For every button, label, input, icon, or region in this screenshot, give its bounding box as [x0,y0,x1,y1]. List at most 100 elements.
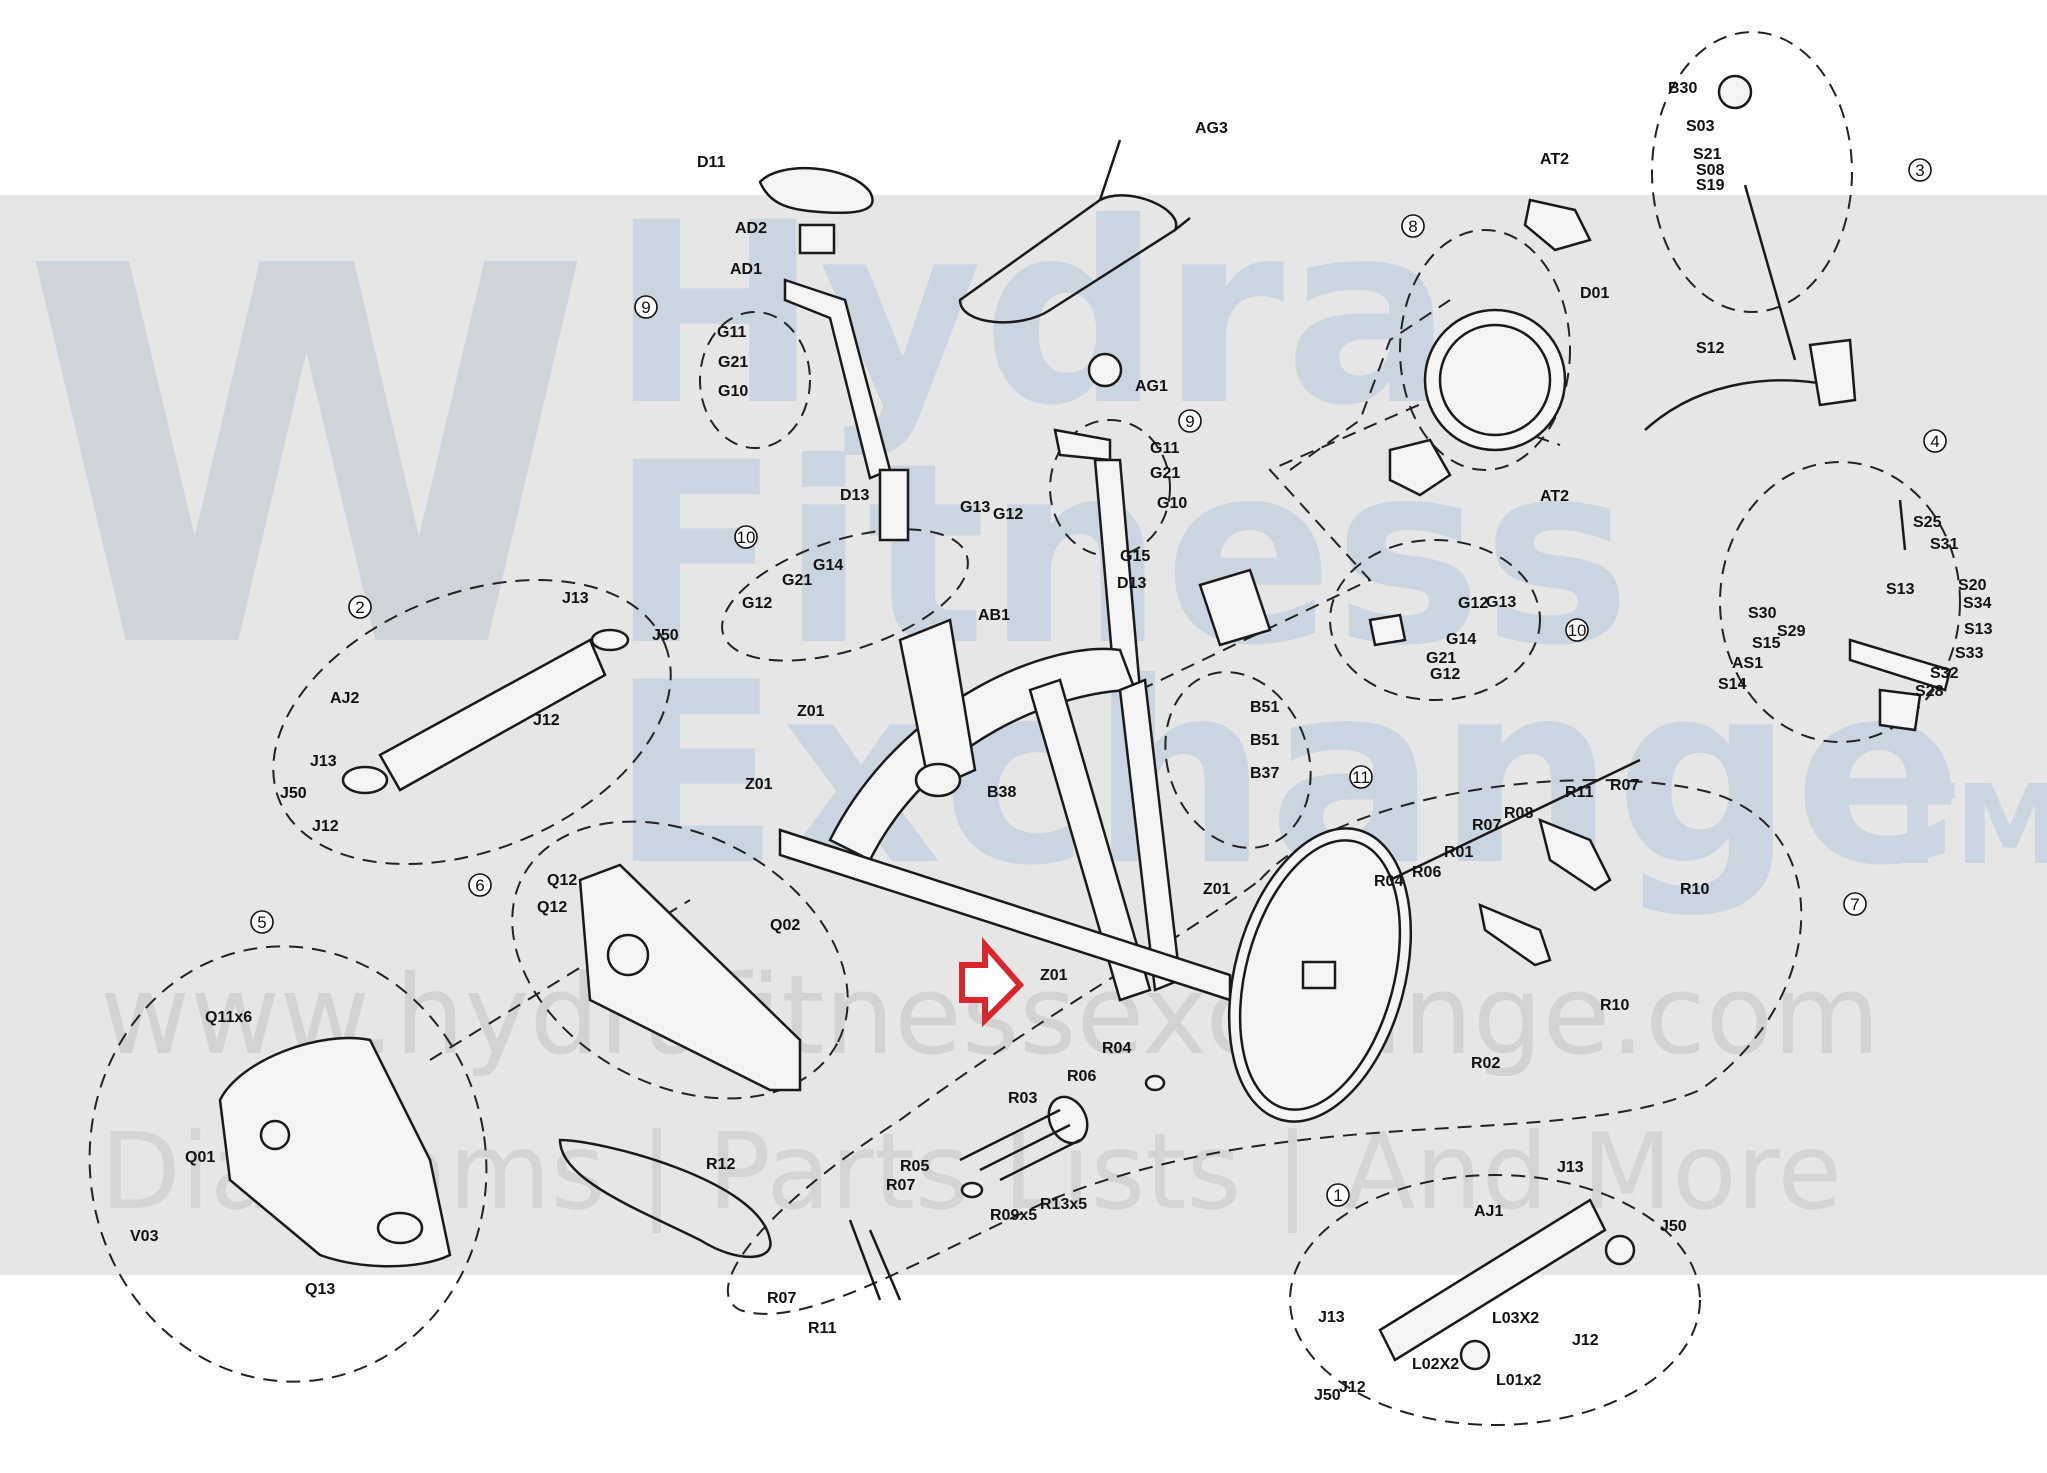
part-label: J50 [1314,1387,1341,1404]
group-number-circle [634,295,658,319]
group-number-circle [1908,158,1932,182]
part-label: Q11x6 [205,1009,252,1026]
brake-disc-inner-shape [1438,323,1552,437]
crank-hub-shape [914,762,962,798]
group-number-circle [1178,409,1202,433]
axle-shape [1389,758,1641,882]
part-label: R10 [1680,881,1709,898]
wheel-shape [1459,1339,1491,1371]
part-label: R07 [767,1290,796,1307]
brake-pad-shape [1388,438,1452,497]
part-label: J50 [280,785,307,802]
group-number: 9 [641,298,650,317]
part-label: L01x2 [1496,1372,1541,1389]
part-label: G12 [993,506,1023,523]
part-label: R03 [1008,1090,1037,1107]
part-label: S33 [1955,645,1984,662]
part-label: D13 [840,487,869,504]
part-label: J50 [652,627,679,644]
part-label: R06 [1412,864,1441,881]
group-outline [1651,31,1853,313]
part-label: G14 [1446,631,1476,648]
clamp-shape [1368,613,1407,647]
group-number: 4 [1930,432,1939,451]
part-label: Q01 [185,1149,215,1166]
part-label: J12 [1572,1332,1599,1349]
part-label: R11 [808,1320,837,1337]
part-label: S12 [1696,340,1725,357]
part-label: S21 [1693,146,1722,163]
tension-rod-shape [1743,184,1797,361]
crank-spoke-shape [979,1123,1071,1172]
part-label: G21 [1150,465,1180,482]
part-label: V03 [130,1228,159,1245]
s-plate-shape [1848,638,1952,692]
seat-mast-shape [898,618,977,792]
part-label: Q02 [770,917,800,934]
flywheel-drawing [1227,758,1641,1123]
group-number: 7 [1850,895,1859,914]
part-label: Z01 [1203,881,1231,898]
knob-shape [1087,352,1123,388]
part-label: Q12 [547,872,577,889]
group-number-circle [1843,892,1867,916]
group-outline [1399,229,1571,471]
part-label: S30 [1748,605,1777,622]
part-label: S13 [1964,621,1993,638]
group-number: 10 [737,528,756,547]
part-label: B37 [1250,765,1279,782]
part-label: S20 [1958,577,1987,594]
part-label: R07 [886,1177,915,1194]
cover-hole-shape [376,1211,424,1245]
part-label: R02 [1471,1055,1500,1072]
inner-cover-shape [578,863,802,1092]
brake-disc-shape [1423,308,1567,452]
group-link-line [1289,299,1451,471]
group-outlines [88,31,1961,1426]
brake-drawing [1198,74,1952,732]
saddle-clamp-shape [798,223,836,255]
part-label: J13 [562,590,589,607]
part-label: AG1 [1135,378,1168,395]
part-label: G15 [1120,548,1150,565]
part-label: Q12 [537,899,567,916]
crank-shape [1047,1095,1089,1145]
part-label: J50 [1660,1218,1687,1235]
part-label: D01 [1580,285,1609,302]
frame-drawing [758,139,1232,1002]
part-label: G11 [717,324,746,341]
pedal-arm-shape [848,1219,902,1301]
group-outline [1719,461,1961,743]
part-label: L03X2 [1492,1310,1539,1327]
s-clip-shape [1878,688,1922,732]
group-number: 6 [475,876,484,895]
part-label: S08 [1696,162,1725,179]
cover-hole-shape [259,1119,291,1151]
part-label: L02X2 [1412,1356,1459,1373]
part-label: G21 [718,354,748,371]
sensor-block-shape [1198,568,1272,647]
part-label: AB1 [978,607,1010,624]
crank-spoke-shape [999,1138,1081,1182]
group-number-circle [348,595,372,619]
part-label: S32 [1930,665,1959,682]
group-number: 5 [257,913,266,932]
front-stabilizer-shape [1378,1198,1607,1362]
part-label: R01 [1444,844,1473,861]
part-label: B30 [1668,80,1697,97]
part-label: G10 [1157,495,1187,512]
part-label: J13 [1557,1159,1584,1176]
crank-spoke-shape [959,1108,1061,1162]
group-number-circle [250,910,274,934]
group-number-circle [1565,618,1589,642]
part-label: B51 [1250,699,1279,716]
watermark-hydra: Hydra [610,169,1454,460]
part-label: G10 [718,383,748,400]
part-label: B51 [1250,732,1279,749]
part-label: B38 [987,784,1016,801]
part-label: R04 [1102,1040,1131,1057]
crank-drawing [848,1074,1166,1301]
